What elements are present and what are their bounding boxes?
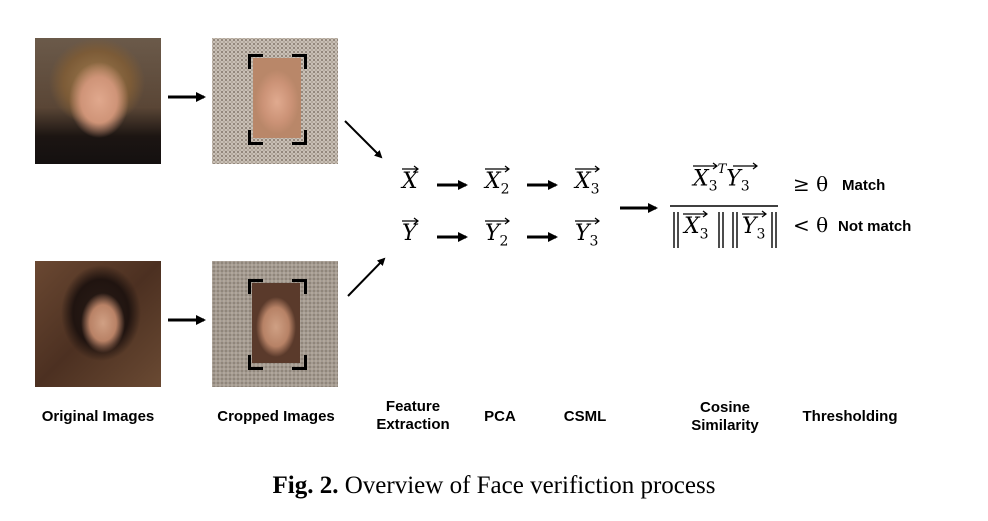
- original-image-1: [35, 38, 161, 164]
- cropped-image-1: [212, 38, 338, 164]
- formula-numerator: X3TY3: [693, 162, 750, 195]
- threshold-match: Match: [842, 177, 886, 194]
- threshold-lt: < θ: [793, 213, 829, 237]
- label-feature-line2: Extraction: [376, 416, 450, 433]
- vector-x: X: [402, 169, 418, 194]
- threshold-ge: ≥ θ: [793, 172, 829, 196]
- formula-denominator-x: X3: [684, 214, 709, 243]
- caption-prefix: Fig. 2.: [272, 472, 339, 499]
- vector-y3: Y3: [575, 221, 599, 250]
- crop-corner-icon: [248, 54, 263, 69]
- cropped-image-2: [212, 261, 338, 387]
- crop-corner-icon: [292, 54, 307, 69]
- face-crop-2: [252, 283, 300, 363]
- crop-corner-icon: [248, 355, 263, 370]
- original-image-2: [35, 261, 161, 387]
- caption-text: Overview of Face verifiction process: [344, 472, 716, 499]
- crop-corner-icon: [292, 355, 307, 370]
- label-cosine-line2: Similarity: [691, 417, 759, 434]
- crop-corner-icon: [248, 279, 263, 294]
- formula-denominator-y: Y3: [742, 214, 766, 243]
- crop-corner-icon: [292, 279, 307, 294]
- vector-y2: Y2: [485, 221, 509, 250]
- vector-x3: X3: [575, 169, 600, 198]
- label-feature-extraction: Feature Extraction: [363, 398, 463, 434]
- label-cosine-similarity: Cosine Similarity: [680, 399, 770, 435]
- crop-corner-icon: [292, 130, 307, 145]
- label-cropped-images: Cropped Images: [217, 408, 335, 425]
- norm-bars: [673, 212, 777, 248]
- figure-caption: Fig. 2. Overview of Face verifiction pro…: [0, 472, 988, 500]
- arrow-diagonal-up-icon: [347, 257, 386, 297]
- face-crop-1: [253, 58, 301, 138]
- label-pca: PCA: [484, 408, 516, 425]
- label-cosine-line1: Cosine: [699, 399, 750, 416]
- label-csml: CSML: [563, 408, 607, 425]
- threshold-not-match: Not match: [838, 218, 912, 235]
- label-original-images: Original Images: [41, 408, 155, 425]
- arrow-diagonal-down-icon: [344, 120, 383, 159]
- label-feature-line1: Feature: [385, 398, 441, 415]
- crop-corner-icon: [248, 130, 263, 145]
- label-thresholding: Thresholding: [802, 408, 898, 425]
- vector-y: Y: [402, 221, 417, 246]
- vector-x2: X2: [485, 169, 510, 198]
- vector-arrows: [402, 162, 767, 225]
